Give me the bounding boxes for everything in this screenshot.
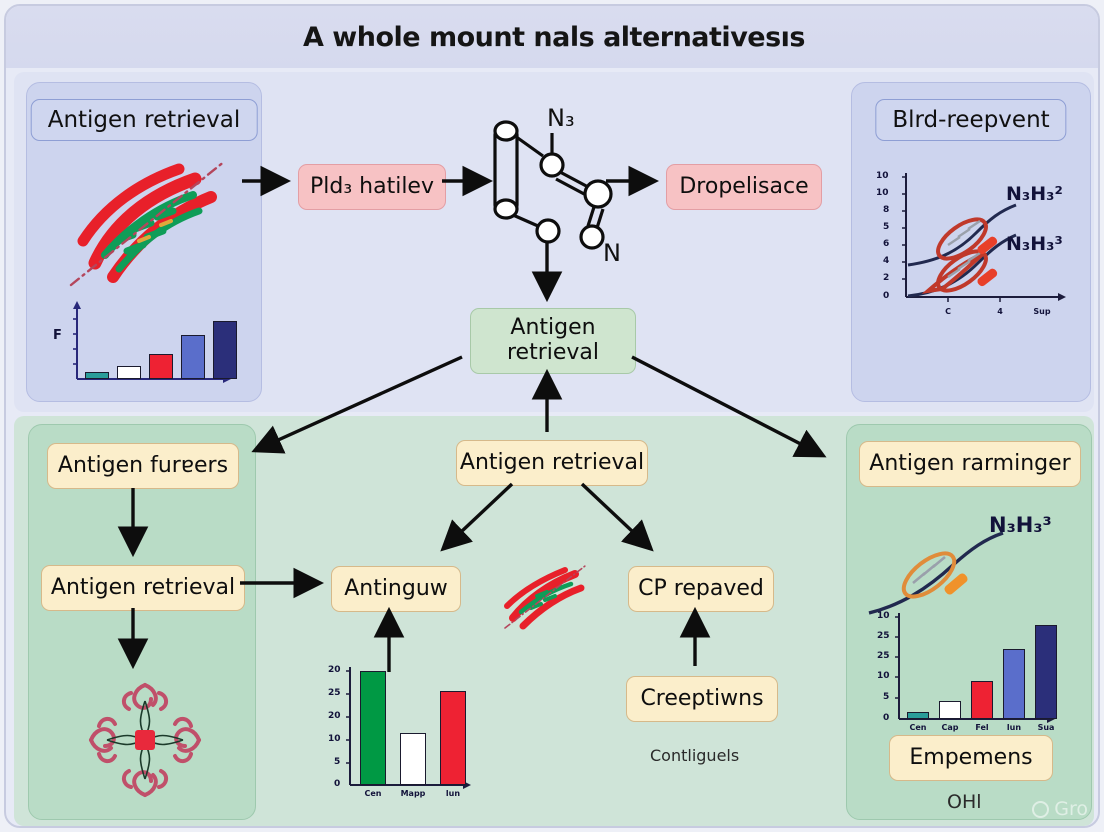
chart-bars	[77, 305, 237, 379]
chart-annotation: N₃H₃³	[1006, 233, 1063, 255]
node-antigen-retrieval-lower[interactable]: Antigen retrieval	[456, 440, 648, 486]
bar	[971, 681, 993, 719]
xtick: C	[945, 307, 951, 316]
lower-left-panel: Antigen furɐers Antigen retrieval	[28, 424, 256, 820]
watermark: Gro	[1032, 798, 1088, 820]
node-antinguw[interactable]: Antinguw	[331, 566, 461, 612]
bar	[400, 733, 426, 785]
xtick: Cen	[909, 723, 927, 732]
molecule-label-n: N	[603, 239, 621, 267]
chart-annotation: N₃H₃²	[1006, 183, 1063, 205]
bar	[360, 671, 386, 785]
node-pld-hatilev[interactable]: Pld₃ hatilev	[298, 164, 446, 210]
diagram-frame: A whole mount nals alternativesıs Antige…	[4, 4, 1100, 828]
ytick: 8	[883, 205, 890, 215]
upper-right-panel: Blrd-reepvent	[851, 82, 1091, 402]
ytick: 25	[877, 651, 890, 661]
ytick: 5	[334, 757, 341, 767]
bar	[213, 321, 237, 379]
node-empemens[interactable]: Empemens	[889, 735, 1053, 781]
lower-center-bar-chart: 20 25 20 10 5 0 Cen Mapp lun	[316, 661, 486, 806]
chart-axes	[895, 613, 1055, 723]
ytick: 10	[328, 734, 341, 744]
xtick: 4	[997, 307, 1003, 316]
ytick: 0	[334, 779, 341, 789]
node-creeptiwns[interactable]: Creeptiwns	[626, 676, 778, 722]
node-antigen-retrieval-left[interactable]: Antigen retrieval	[41, 565, 245, 611]
ytick: 10	[876, 171, 889, 181]
ytick: 25	[328, 688, 341, 698]
helix-annotation: N₃H₃³	[989, 513, 1052, 537]
node-antigen-furers[interactable]: Antigen furɐers	[47, 443, 239, 489]
lower-right-bar-chart: 10 25 25 10 5 0 Cen Cap Fel lun Sua	[865, 607, 1075, 737]
molecule-label-n3: N₃	[547, 104, 575, 132]
bar	[1003, 649, 1025, 719]
lower-right-panel: Antigen rarminger N₃H₃³	[846, 424, 1092, 820]
watermark-ring-icon	[1032, 800, 1050, 818]
bar	[85, 372, 109, 379]
chart-graphics	[902, 173, 1066, 302]
caption-ohl: OHl	[947, 791, 982, 813]
ytick: 0	[883, 291, 890, 301]
node-antigen-retrieval-center[interactable]: Antigen retrieval	[470, 308, 636, 374]
xtick: Sua	[1037, 723, 1055, 732]
chart-bars	[350, 669, 466, 785]
chart-y-label: F	[53, 328, 62, 343]
xtick: Sup	[1033, 307, 1051, 316]
upper-right-line-chart: 10 10 8 5 6 4 2 0 C 4 Sup N₃H₃² N₃H₃³	[866, 165, 1080, 325]
bar	[117, 366, 141, 379]
bar	[907, 712, 929, 719]
upper-left-panel: Antigen retrieval	[26, 82, 262, 402]
upper-left-panel-title: Antigen retrieval	[30, 99, 258, 141]
bar	[181, 335, 205, 379]
node-antigen-rarminger[interactable]: Antigen rarminger	[859, 441, 1081, 487]
tissue-fiber-illustration	[69, 159, 227, 287]
xtick: lun	[1006, 723, 1022, 732]
ytick: 10	[877, 671, 890, 681]
bar	[939, 701, 961, 719]
chart-bars	[899, 615, 1057, 719]
node-dropelisace[interactable]: Dropelisace	[666, 164, 822, 210]
ytick: 5	[883, 222, 890, 232]
caption-contliguels: Contliguels	[650, 746, 740, 765]
ytick: 25	[877, 631, 890, 641]
ytick: 2	[883, 273, 890, 283]
xtick: Cen	[364, 789, 382, 798]
xtick: lun	[445, 789, 461, 798]
xtick: Fel	[975, 723, 989, 732]
ytick: 4	[883, 256, 890, 266]
ytick: 10	[876, 188, 889, 198]
dna-helix-illustration	[868, 531, 1004, 615]
xtick: Cap	[941, 723, 959, 732]
bar	[440, 691, 466, 785]
ytick: 0	[883, 713, 890, 723]
ytick: 5	[883, 692, 890, 702]
bar	[1035, 625, 1057, 719]
xtick: Mapp	[400, 789, 426, 798]
floral-cross-illustration	[89, 683, 201, 797]
upper-left-bar-chart: F	[49, 301, 239, 393]
ytick: 6	[883, 239, 890, 249]
ytick: 10	[877, 611, 890, 621]
tissue-fiber-illustration-small	[504, 565, 586, 630]
node-cp-repaved[interactable]: CP repaved	[628, 566, 774, 612]
page-title: A whole mount nals alternativesıs	[303, 21, 806, 53]
bar	[149, 354, 173, 379]
ytick: 20	[328, 711, 341, 721]
watermark-text: Gro	[1054, 798, 1088, 820]
ytick: 20	[328, 665, 341, 675]
title-band: A whole mount nals alternativesıs	[6, 6, 1098, 68]
upper-right-panel-title: Blrd-reepvent	[875, 99, 1067, 141]
